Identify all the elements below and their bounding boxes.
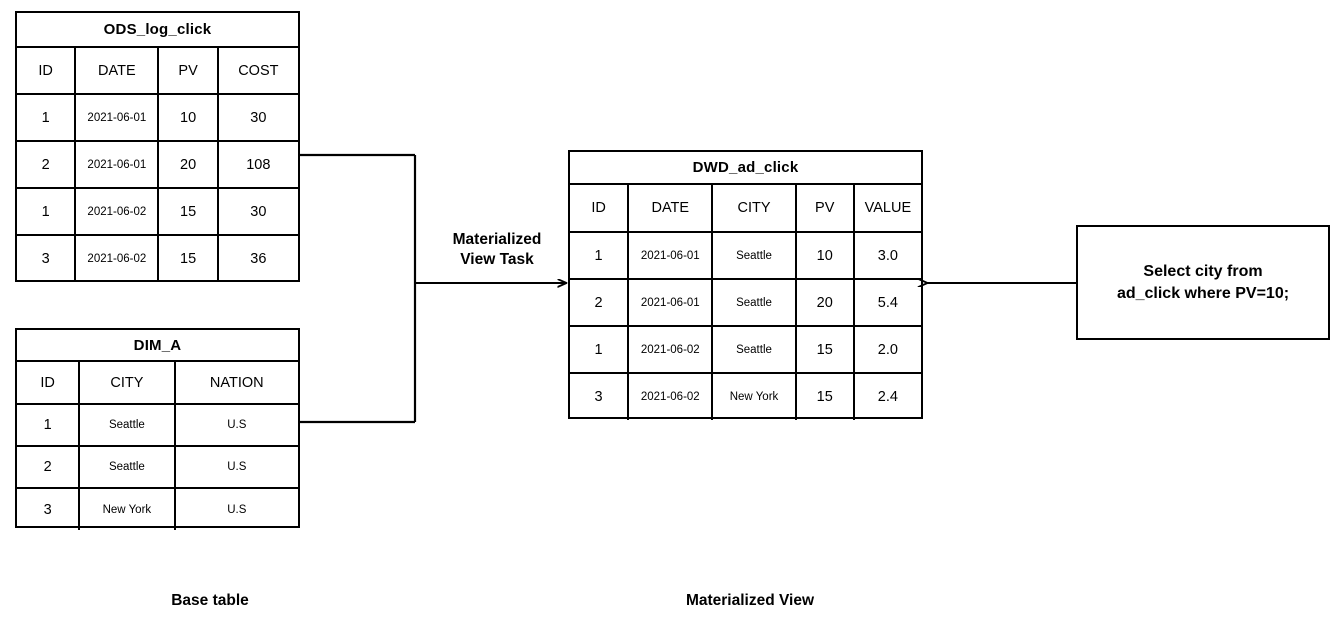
cell-pv: 10 bbox=[795, 232, 855, 280]
cell-date: 2021-06-01 bbox=[75, 94, 160, 142]
cell-nation: U.S bbox=[174, 446, 298, 489]
cell-id: 1 bbox=[17, 188, 77, 236]
table-row: 1 2021-06-02 15 30 bbox=[17, 188, 298, 236]
cell-city: Seattle bbox=[712, 232, 797, 280]
table-row: 1 2021-06-01 10 30 bbox=[17, 94, 298, 142]
cell-value: 2.0 bbox=[853, 326, 921, 374]
cell-pv: 20 bbox=[795, 279, 855, 327]
cell-date: 2021-06-02 bbox=[75, 235, 160, 282]
table-row: 2 2021-06-01 Seattle 20 5.4 bbox=[570, 279, 921, 327]
cell-id: 1 bbox=[17, 94, 77, 142]
table-row: 2 Seattle U.S bbox=[17, 446, 298, 489]
cell-id: 2 bbox=[17, 446, 81, 489]
table-grid-dwd-ad-click: ID DATE CITY PV VALUE 1 2021-06-01 Seatt… bbox=[570, 185, 921, 420]
column-header-cost: COST bbox=[217, 48, 298, 95]
cell-cost: 30 bbox=[217, 94, 298, 142]
materialized-view-task-label: Materialized View Task bbox=[452, 231, 542, 269]
table-dwd-ad-click: DWD_ad_click ID DATE CITY PV VALUE 1 202… bbox=[568, 150, 923, 420]
table-title-dwd-ad-click: DWD_ad_click bbox=[570, 152, 921, 185]
cell-id: 2 bbox=[570, 279, 630, 327]
cell-pv: 15 bbox=[795, 326, 855, 374]
table-grid-dim-a: ID CITY NATION 1 Seattle U.S 2 Seattle U… bbox=[17, 362, 298, 530]
table-grid-ods-log-click: ID DATE PV COST 1 2021-06-01 10 30 2 202… bbox=[17, 48, 298, 282]
table-row: 2 2021-06-01 20 108 bbox=[17, 141, 298, 189]
table-title-ods-log-click: ODS_log_click bbox=[17, 13, 298, 48]
cell-nation: U.S bbox=[174, 404, 298, 447]
cell-id: 1 bbox=[570, 326, 630, 374]
cell-city: New York bbox=[79, 488, 176, 530]
cell-pv: 20 bbox=[158, 141, 219, 189]
cell-pv: 15 bbox=[795, 373, 855, 420]
cell-cost: 108 bbox=[217, 141, 298, 189]
cell-pv: 15 bbox=[158, 235, 219, 282]
table-dim-a: DIM_A ID CITY NATION 1 Seattle U.S 2 Sea… bbox=[15, 328, 300, 530]
table-row: 1 Seattle U.S bbox=[17, 404, 298, 447]
table-row: 3 2021-06-02 New York 15 2.4 bbox=[570, 373, 921, 420]
cell-value: 5.4 bbox=[853, 279, 921, 327]
cell-cost: 30 bbox=[217, 188, 298, 236]
column-header-id: ID bbox=[570, 185, 630, 233]
cell-value: 2.4 bbox=[877, 389, 898, 405]
table-row: 3 New York U.S bbox=[17, 488, 298, 530]
column-header-id: ID bbox=[17, 48, 77, 95]
table-row: 1 2021-06-02 Seattle 15 2.0 bbox=[570, 326, 921, 374]
cell-city: New York bbox=[712, 373, 797, 420]
query-box: Select city from ad_click where PV=10; bbox=[1076, 225, 1330, 340]
cell-city: Seattle bbox=[712, 279, 797, 327]
cell-date: 2021-06-01 bbox=[75, 141, 160, 189]
cell-value: 3.0 bbox=[853, 232, 921, 280]
cell-id: 3 bbox=[570, 373, 630, 420]
cell-pv: 10 bbox=[158, 94, 219, 142]
table-row: 1 2021-06-01 Seattle 10 3.0 bbox=[570, 232, 921, 280]
cell-nation: U.S bbox=[227, 503, 247, 516]
cell-city: Seattle bbox=[79, 404, 176, 447]
table-title-dim-a: DIM_A bbox=[17, 330, 298, 362]
column-header-city: CITY bbox=[79, 362, 176, 405]
cell-date: 2021-06-01 bbox=[628, 279, 714, 327]
column-header-city: CITY bbox=[712, 185, 797, 233]
column-header-date: DATE bbox=[628, 185, 714, 233]
cell-date: 2021-06-01 bbox=[628, 232, 714, 280]
cell-id: 1 bbox=[570, 232, 630, 280]
cell-pv: 15 bbox=[158, 188, 219, 236]
column-header-date: DATE bbox=[75, 48, 160, 95]
column-header-pv: PV bbox=[158, 48, 219, 95]
cell-id: 3 bbox=[17, 488, 81, 530]
cell-id: 2 bbox=[17, 141, 77, 189]
column-header-id: ID bbox=[17, 362, 81, 405]
column-header-value: VALUE bbox=[853, 185, 921, 233]
materialized-view-caption: Materialized View bbox=[685, 592, 815, 609]
cell-date: 2021-06-02 bbox=[628, 373, 714, 420]
cell-date: 2021-06-02 bbox=[75, 188, 160, 236]
column-header-pv: PV bbox=[795, 185, 855, 233]
cell-id: 3 bbox=[17, 235, 77, 282]
table-row: 3 2021-06-02 15 36 bbox=[17, 235, 298, 282]
cell-city: Seattle bbox=[712, 326, 797, 374]
table-header-row: ID DATE CITY PV VALUE bbox=[570, 185, 921, 233]
cell-cost: 36 bbox=[250, 251, 267, 267]
table-ods-log-click: ODS_log_click ID DATE PV COST 1 2021-06-… bbox=[15, 11, 300, 282]
table-header-row: ID CITY NATION bbox=[17, 362, 298, 405]
base-table-caption: Base table bbox=[171, 592, 249, 609]
cell-date: 2021-06-02 bbox=[628, 326, 714, 374]
cell-id: 1 bbox=[17, 404, 81, 447]
cell-city: Seattle bbox=[79, 446, 176, 489]
table-header-row: ID DATE PV COST bbox=[17, 48, 298, 95]
column-header-nation: NATION bbox=[174, 362, 298, 405]
